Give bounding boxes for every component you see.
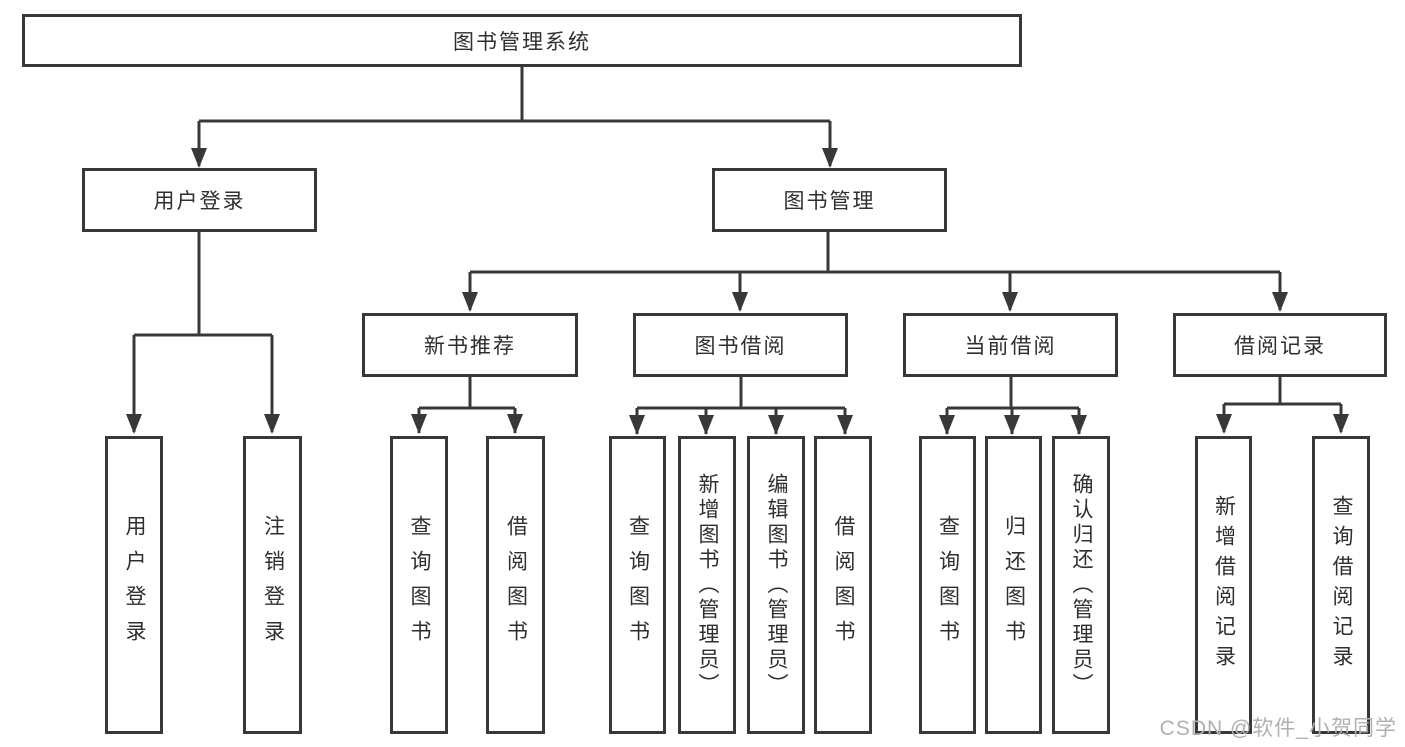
- leaf-current-query-books: 查询图书: [919, 436, 976, 734]
- node-root: 图书管理系统: [22, 14, 1022, 67]
- node-current-borrowing: 当前借阅: [903, 313, 1118, 377]
- node-new-book-recommend: 新书推荐: [362, 313, 578, 377]
- leaf-newbooks-borrow-books: 借阅图书: [486, 436, 545, 734]
- node-borrow-records: 借阅记录: [1173, 313, 1387, 377]
- leaf-records-add-record: 新增借阅记录: [1195, 436, 1252, 734]
- leaf-records-query-record: 查询借阅记录: [1312, 436, 1370, 734]
- node-book-management: 图书管理: [712, 168, 947, 232]
- leaf-borrowing-borrow-books: 借阅图书: [814, 436, 872, 734]
- leaf-current-return-books: 归还图书: [985, 436, 1042, 734]
- leaf-logout: 注销登录: [243, 436, 302, 734]
- arrow-heads: [126, 148, 1349, 435]
- leaf-borrowing-edit-books-admin: 编辑图书（管理员）: [747, 436, 805, 734]
- leaf-current-confirm-return-admin: 确认归还（管理员）: [1052, 436, 1110, 734]
- leaf-user-login: 用户登录: [105, 436, 163, 734]
- node-user-login: 用户登录: [82, 168, 317, 232]
- connector-lines: [132, 67, 1343, 434]
- leaf-borrowing-add-books-admin: 新增图书（管理员）: [678, 436, 736, 734]
- leaf-newbooks-query-books: 查询图书: [390, 436, 448, 734]
- leaf-borrowing-query-books: 查询图书: [609, 436, 666, 734]
- watermark-text: CSDN @软件_小贺同学: [1159, 717, 1397, 740]
- node-book-borrowing: 图书借阅: [633, 313, 848, 377]
